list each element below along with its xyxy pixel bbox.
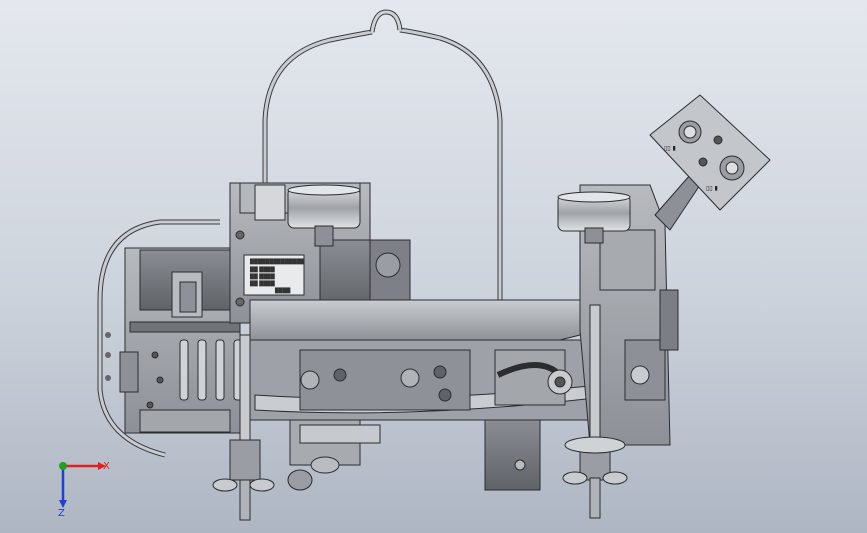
left-rod-assembly[interactable]	[212, 334, 275, 521]
main-beam[interactable]	[249, 299, 622, 421]
svg-text:██ ████: ██ ████	[249, 280, 275, 287]
lower-bracket[interactable]	[287, 419, 541, 491]
hook-handle[interactable]	[262, 9, 503, 300]
roller-right[interactable]	[557, 191, 631, 244]
z-axis-label: Z	[58, 508, 65, 519]
x-axis-label: X	[103, 461, 110, 472]
y-axis-dot	[59, 462, 67, 470]
right-housing[interactable]	[579, 184, 679, 446]
svg-text:████: ████	[274, 287, 291, 294]
control-panel[interactable]	[649, 94, 771, 231]
svg-text:██ ████: ██ ████	[249, 266, 275, 273]
orientation-triad: X Z	[58, 461, 110, 519]
right-rod-assembly[interactable]	[562, 304, 628, 519]
svg-text:▯▯ ▮: ▯▯ ▮	[664, 145, 676, 152]
svg-text:██████████████: ██████████████	[249, 258, 304, 265]
svg-text:██ ████: ██ ████	[249, 273, 275, 280]
cable-loop	[97, 219, 220, 458]
control-panel-labels: ▯▯ ▮ ▯▯ ▮	[664, 145, 718, 192]
left-housing[interactable]	[119, 247, 243, 434]
nameplate: ██████████████ ██ ████ ██ ████ ██ ████ █…	[249, 258, 304, 294]
roller-left[interactable]	[287, 184, 361, 247]
svg-text:▯▯ ▮: ▯▯ ▮	[706, 185, 718, 192]
